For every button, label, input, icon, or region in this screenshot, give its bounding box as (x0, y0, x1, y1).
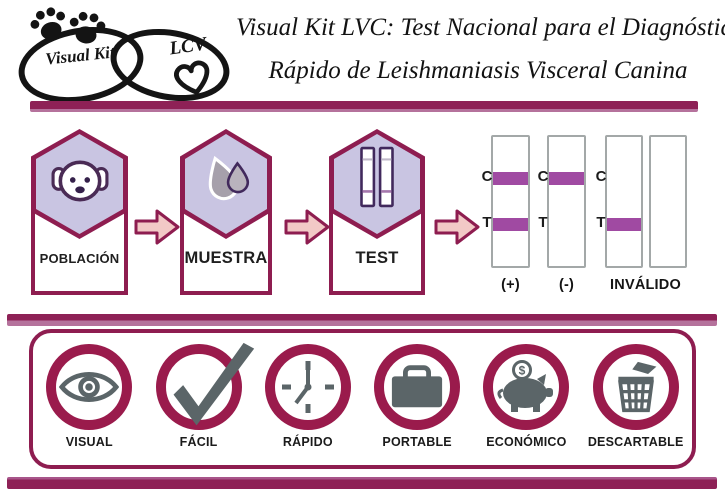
result-strip-invalid-1: C T (596, 135, 643, 268)
paw-print-icon (69, 11, 106, 44)
piggy-bank-icon: $ (497, 360, 554, 412)
flow-step-test: TEST (329, 129, 425, 295)
feature-label: FÁCIL (179, 435, 218, 449)
feature-label: RÁPIDO (282, 435, 333, 449)
flow-step-poblacion: POBLACIÓN (31, 129, 128, 295)
result-strip-positive: C T (482, 135, 530, 268)
icon-ring (264, 344, 351, 430)
feature-rapido: RÁPIDO (255, 344, 361, 449)
sample-drops-icon (208, 155, 250, 201)
flow-arrow-icon (134, 209, 180, 245)
bottom-divider-bar (7, 477, 717, 489)
control-line-label: C (595, 168, 607, 185)
features-panel: VISUAL FÁCIL RÁPIDO (29, 329, 696, 469)
eye-icon (59, 372, 120, 402)
heart-icon (174, 60, 210, 95)
checkmark-icon (173, 342, 254, 426)
page-title: Visual Kit LVC: Test Nacional para el Di… (236, 6, 725, 92)
flow-step-muestra: MUESTRA (180, 129, 272, 295)
svg-text:$: $ (519, 364, 526, 378)
paw-print-icon (30, 7, 66, 40)
top-divider-bar (30, 101, 698, 112)
title-line-1: Visual Kit LVC: Test Nacional para el Di… (236, 14, 725, 41)
control-band (493, 172, 528, 185)
control-line-label: C (537, 168, 549, 185)
feature-economico: $ ECONÓMICO (473, 344, 579, 449)
test-line-label: T (538, 214, 548, 231)
middle-divider-bar (7, 314, 717, 326)
icon-ring (374, 344, 461, 430)
step-label-muestra: MUESTRA (184, 249, 268, 267)
icon-ring: $ (483, 344, 570, 430)
feature-label: VISUAL (65, 435, 113, 449)
feature-descartable: DESCARTABLE (583, 344, 689, 449)
feature-label: ECONÓMICO (486, 435, 567, 449)
step-label-test: TEST (355, 249, 399, 267)
title-line-2: Rápido de Leishmaniasis Visceral Canina (268, 57, 688, 84)
feature-label: DESCARTABLE (587, 435, 684, 449)
control-band (549, 172, 584, 185)
feature-portable: PORTABLE (364, 344, 470, 449)
icon-ring (46, 344, 133, 430)
result-strip-negative: C T (538, 135, 586, 268)
test-band (607, 218, 641, 231)
flow-arrow-icon (434, 209, 480, 245)
feature-label: PORTABLE (382, 435, 452, 449)
caption-negative: (-) (558, 277, 575, 293)
trash-basket-icon (617, 361, 657, 413)
test-line-label: T (596, 214, 606, 231)
feature-facil: FÁCIL (146, 342, 254, 449)
test-line-label: T (482, 214, 492, 231)
dog-face-icon (51, 160, 108, 202)
briefcase-icon (392, 365, 443, 408)
step-label-poblacion: POBLACIÓN (39, 251, 120, 266)
flow-arrow-icon (284, 209, 330, 245)
clock-icon (281, 361, 334, 413)
caption-positive: (+) (501, 277, 520, 293)
test-strips-icon (360, 146, 394, 208)
feature-visual: VISUAL (36, 344, 142, 449)
icon-ring (155, 342, 254, 430)
brand-logo: Visual Kit LCV (6, 2, 238, 113)
control-line-label: C (481, 168, 493, 185)
result-strip-invalid-2 (649, 135, 687, 268)
icon-ring (592, 344, 679, 430)
test-band (493, 218, 528, 231)
caption-invalid: INVÁLIDO (610, 277, 681, 293)
